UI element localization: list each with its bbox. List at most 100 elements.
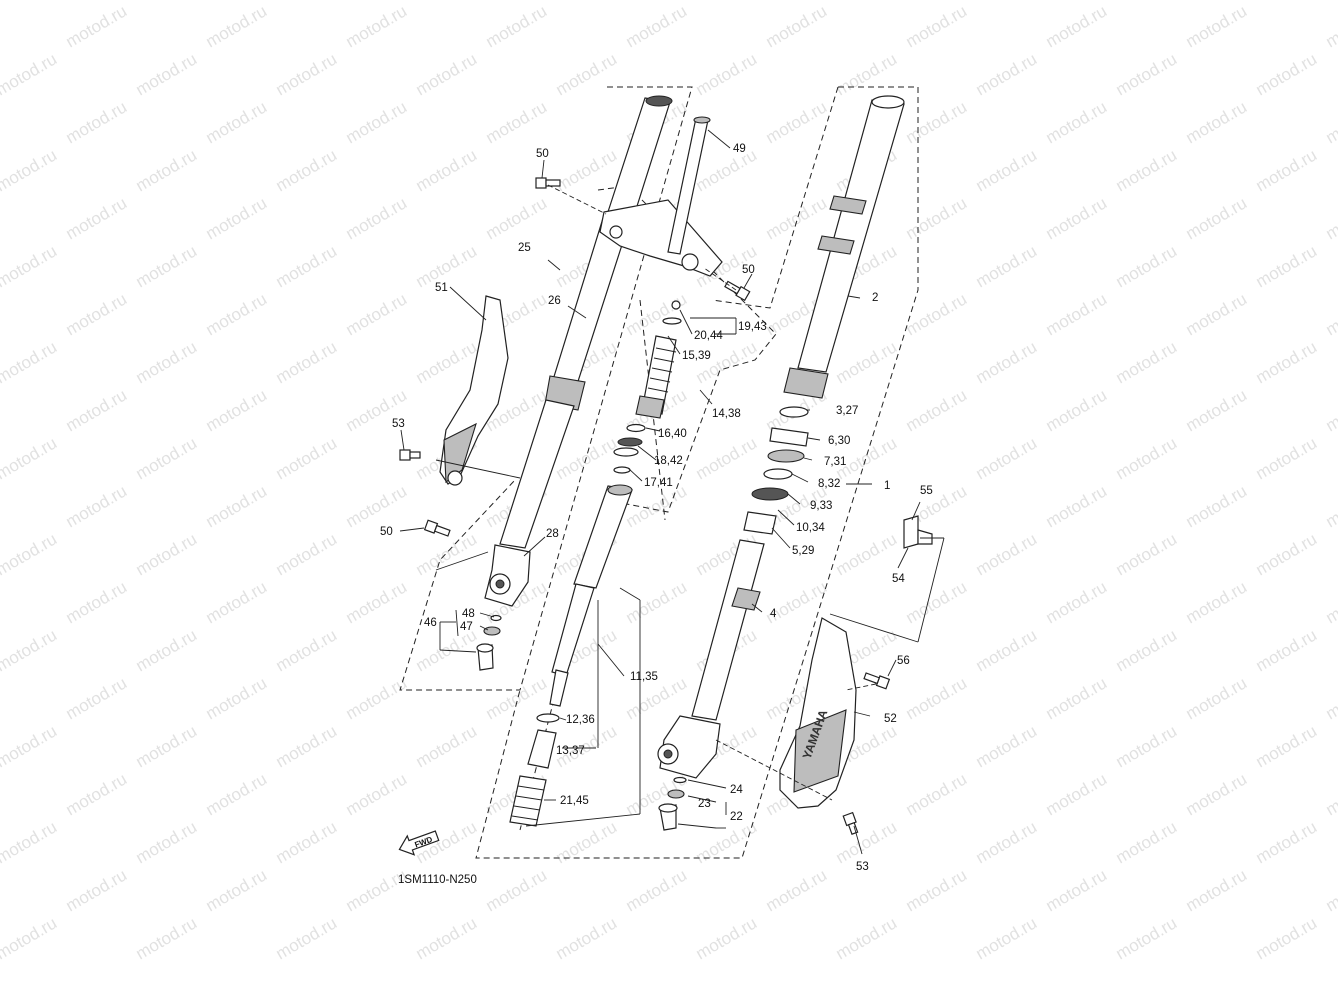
watermark-text: motod.ru [1183,1,1251,51]
watermark-text: motod.ru [63,577,131,627]
watermark-text: motod.ru [0,145,60,195]
watermark-text: motod.ru [343,769,411,819]
callout-16-40: 16,40 [658,428,687,440]
watermark-text: motod.ru [553,0,621,3]
callout-13-37: 13,37 [556,745,585,757]
callout-53: 53 [856,861,869,873]
watermark-text: motod.ru [833,49,901,99]
watermark-text: motod.ru [1043,769,1111,819]
watermark-text: motod.ru [273,817,341,867]
watermark-text: motod.ru [973,241,1041,291]
watermark-text: motod.ru [0,625,60,675]
watermark-text: motod.ru [833,817,901,867]
watermark-text: motod.ru [203,673,271,723]
callout-21-45: 21,45 [560,795,589,807]
callout-18-42: 18,42 [654,455,683,467]
watermark-text: motod.ru [1043,289,1111,339]
watermark-text: motod.ru [63,193,131,243]
watermark-text: motod.ru [1323,97,1338,147]
watermark-text: motod.ru [1253,49,1321,99]
watermark-text: motod.ru [63,385,131,435]
watermark-text: motod.ru [1323,193,1338,243]
watermark-text: motod.ru [413,913,481,963]
callout-6-30: 6,30 [828,435,850,447]
watermark-text: motod.ru [553,49,621,99]
spring-icon [509,775,547,827]
watermark-text: motod.ru [63,97,131,147]
watermark-text: motod.ru [693,49,761,99]
watermark-text: motod.ru [693,817,761,867]
watermark-text: motod.ru [273,529,341,579]
callout-11-35: 11,35 [630,671,658,683]
watermark-text: motod.ru [973,433,1041,483]
watermark-text: motod.ru [1113,625,1181,675]
watermark-text: motod.ru [133,145,201,195]
watermark-text: motod.ru [763,865,831,915]
callout-46: 46 [424,617,437,629]
right-fork-leg [657,95,905,831]
watermark-text: motod.ru [203,97,271,147]
watermark-text: motod.ru [1253,145,1321,195]
watermark-text: motod.ru [1043,673,1111,723]
watermark-text: motod.ru [1183,481,1251,531]
watermark-text: motod.ru [623,1,691,51]
watermark-text: motod.ru [1183,385,1251,435]
watermark-text: motod.ru [1113,0,1181,3]
watermark-text: motod.ru [763,193,831,243]
watermark-text: motod.ru [1043,1,1111,51]
watermark-text: motod.ru [903,385,971,435]
watermark-text: motod.ru [693,913,761,963]
watermark-text: motod.ru [1323,385,1338,435]
watermark-text: motod.ru [903,289,971,339]
watermark-text: motod.ru [1253,0,1321,3]
watermark-text: motod.ru [133,625,201,675]
watermark-text: motod.ru [483,1,551,51]
watermark-text: motod.ru [343,481,411,531]
watermark-text: motod.ru [133,337,201,387]
watermark-text: motod.ru [1253,721,1321,771]
watermark-text: motod.ru [0,241,60,291]
watermark-text: motod.ru [63,289,131,339]
watermark-text: motod.ru [1043,97,1111,147]
watermark-text: motod.ru [833,337,901,387]
watermark-text: motod.ru [1253,433,1321,483]
watermark-text: motod.ru [1113,529,1181,579]
callout-14-38: 14,38 [712,408,741,420]
left-fork-guard [439,295,509,486]
callout-23: 23 [698,798,711,810]
right-fork-guard: YAMAHA [779,617,857,809]
watermark-text: motod.ru [63,769,131,819]
watermark-text: motod.ru [1113,913,1181,963]
bolt-icon [399,449,421,461]
watermark-text: motod.ru [273,241,341,291]
callout-53: 53 [392,418,405,430]
watermark-text: motod.ru [343,673,411,723]
watermark-text: motod.ru [413,49,481,99]
watermark-text: motod.ru [133,49,201,99]
watermark-text: motod.ru [203,769,271,819]
watermark-text: motod.ru [203,577,271,627]
watermark-text: motod.ru [1113,721,1181,771]
watermark-text: motod.ru [273,721,341,771]
callout-24: 24 [730,784,743,796]
fwd-arrow-icon: FWD [398,830,440,856]
watermark-text: motod.ru [133,529,201,579]
watermark-text: motod.ru [343,289,411,339]
watermark-text: motod.ru [903,577,971,627]
callout-19-43: 19,43 [738,321,767,333]
watermark-text: motod.ru [133,817,201,867]
watermark-text: motod.ru [1253,241,1321,291]
watermark-text: motod.ru [623,577,691,627]
watermark-text: motod.ru [0,817,60,867]
watermark-text: motod.ru [1323,673,1338,723]
watermark-text: motod.ru [1323,481,1338,531]
watermark-text: motod.ru [203,1,271,51]
callout-47: 47 [460,621,473,633]
watermark-text: motod.ru [1113,337,1181,387]
watermark-text: motod.ru [0,0,60,3]
watermark-text: motod.ru [973,337,1041,387]
watermark-text: motod.ru [973,817,1041,867]
watermark-text: motod.ru [0,721,60,771]
watermark-text: motod.ru [973,913,1041,963]
callout-51: 51 [435,282,448,294]
